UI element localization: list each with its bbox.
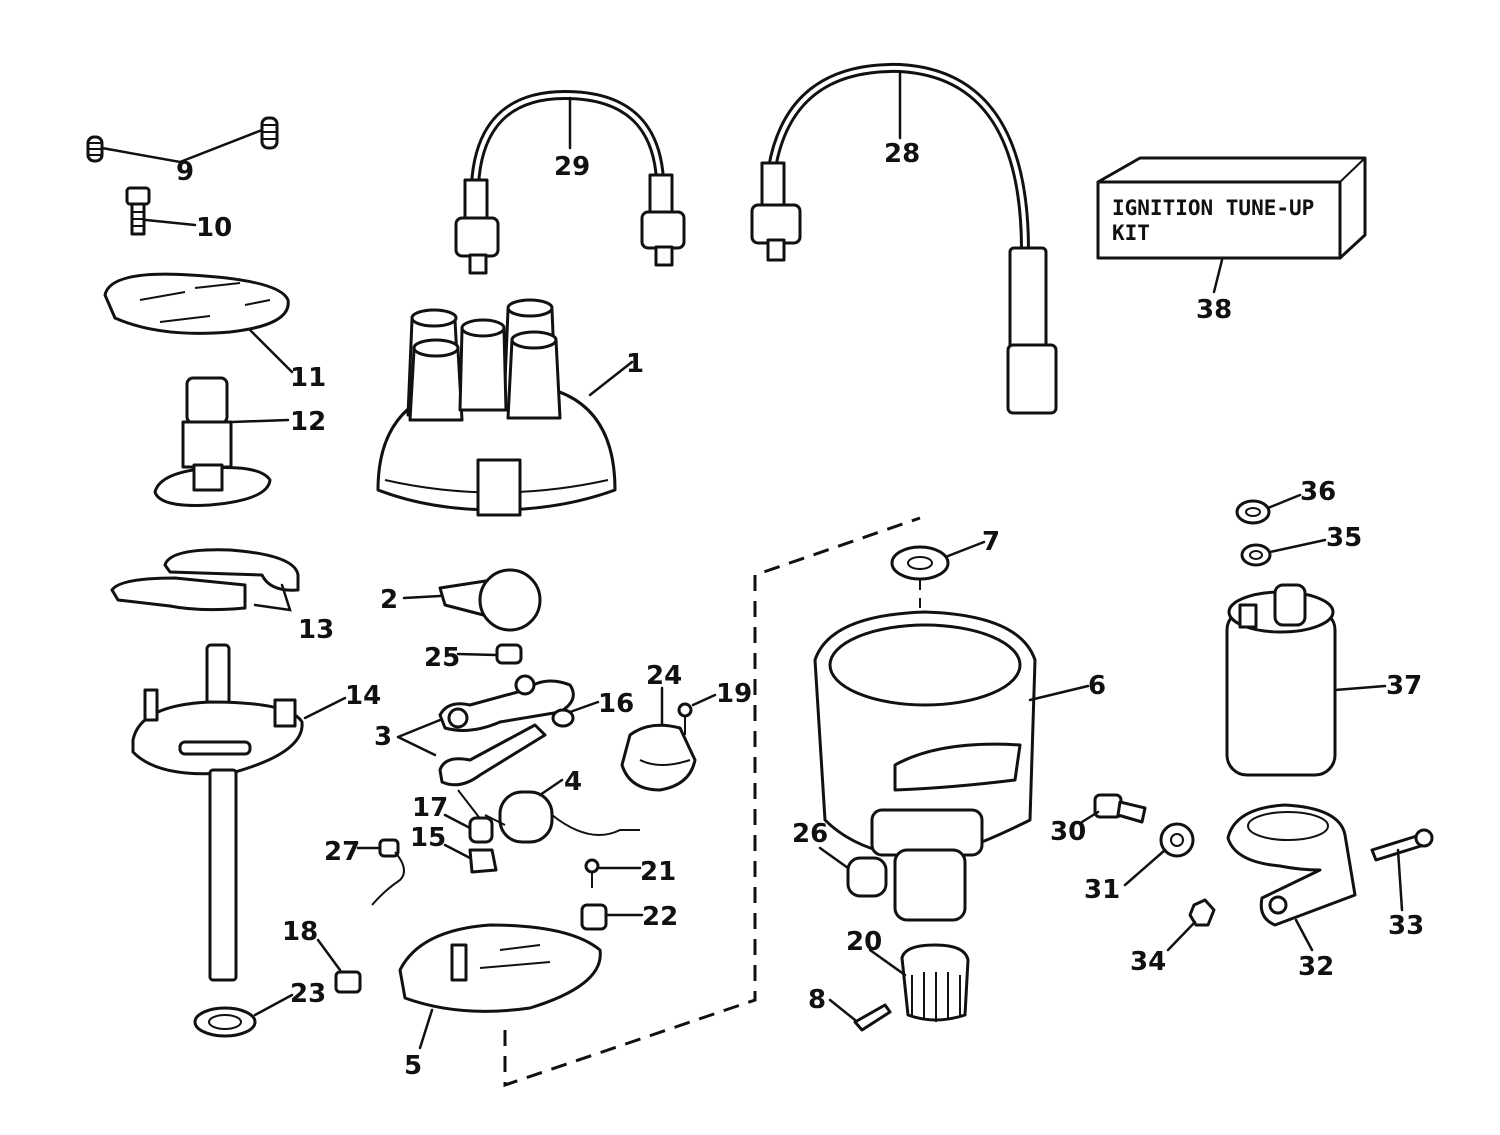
screw-21 xyxy=(584,858,600,888)
distributor-housing-6 xyxy=(813,610,1037,922)
callout-21: 21 xyxy=(640,857,676,887)
nut-36 xyxy=(1235,499,1271,525)
cam-shaft-12 xyxy=(153,376,272,507)
bushing-26 xyxy=(846,856,888,898)
callout-29: 29 xyxy=(554,152,590,182)
spring-9-right xyxy=(260,116,279,150)
terminal-15 xyxy=(468,848,498,874)
callout-16: 16 xyxy=(598,689,634,719)
lead-wire-27 xyxy=(371,838,405,906)
callout-30: 30 xyxy=(1050,817,1086,847)
washer-35 xyxy=(1240,543,1272,567)
nut-18 xyxy=(334,970,362,994)
callout-22: 22 xyxy=(642,902,678,932)
callout-7: 7 xyxy=(982,527,1000,557)
distributor-shaft-14 xyxy=(131,643,304,982)
callout-18: 18 xyxy=(282,917,318,947)
callout-6: 6 xyxy=(1088,671,1106,701)
spark-plug-wire-29 xyxy=(454,90,686,275)
tune-up-kit-box-38: IGNITION TUNE-UP KIT xyxy=(1096,156,1367,260)
base-plate-5 xyxy=(398,923,602,1013)
callout-20: 20 xyxy=(846,927,882,957)
callout-23: 23 xyxy=(290,979,326,1009)
callout-27: 27 xyxy=(324,837,360,867)
callout-3: 3 xyxy=(374,722,392,752)
callout-12: 12 xyxy=(290,407,326,437)
bushing-17 xyxy=(468,816,494,844)
washer-31 xyxy=(1159,822,1195,858)
callout-15: 15 xyxy=(410,823,446,853)
callout-25: 25 xyxy=(424,643,460,673)
kit-label-line2: KIT xyxy=(1112,221,1150,245)
washer-7 xyxy=(890,545,950,581)
coil-wire-28 xyxy=(750,62,1058,415)
screw-33 xyxy=(1370,828,1434,862)
callout-19: 19 xyxy=(716,679,752,709)
callout-17: 17 xyxy=(412,793,448,823)
cover-24 xyxy=(620,723,697,792)
callout-24: 24 xyxy=(646,661,682,691)
callout-13: 13 xyxy=(298,615,334,645)
advance-weights-13 xyxy=(110,548,300,612)
distributor-cap-1 xyxy=(376,298,617,517)
felt-25 xyxy=(495,643,523,665)
callout-37: 37 xyxy=(1386,671,1422,701)
callout-4: 4 xyxy=(564,767,582,797)
contact-points-3 xyxy=(438,674,575,826)
callout-34: 34 xyxy=(1130,947,1166,977)
callout-1: 1 xyxy=(626,349,644,379)
spacer-22 xyxy=(580,903,608,931)
breaker-plate-11 xyxy=(103,272,290,335)
callout-2: 2 xyxy=(380,585,398,615)
roll-pin-8 xyxy=(853,1003,892,1032)
callout-32: 32 xyxy=(1298,952,1334,982)
callout-10: 10 xyxy=(196,213,232,243)
kit-label-line1: IGNITION TUNE-UP xyxy=(1112,196,1314,220)
callout-35: 35 xyxy=(1326,523,1362,553)
callout-28: 28 xyxy=(884,139,920,169)
coil-bracket-32 xyxy=(1226,803,1357,927)
callout-33: 33 xyxy=(1388,911,1424,941)
nut-34 xyxy=(1188,898,1216,927)
clip-16 xyxy=(551,708,575,728)
washer-23 xyxy=(193,1006,257,1038)
screw-19 xyxy=(677,702,693,735)
drive-gear-20 xyxy=(900,943,970,1022)
callout-31: 31 xyxy=(1084,875,1120,905)
rotor-2 xyxy=(438,568,542,632)
callout-14: 14 xyxy=(345,681,381,711)
callout-5: 5 xyxy=(404,1051,422,1081)
terminal-bolt-30 xyxy=(1093,793,1147,824)
callout-11: 11 xyxy=(290,363,326,393)
assembly-dashed-line xyxy=(503,516,921,1088)
callout-8: 8 xyxy=(808,985,826,1015)
spring-9-left xyxy=(86,135,104,163)
callout-9: 9 xyxy=(176,157,194,187)
callout-38: 38 xyxy=(1196,295,1232,325)
screw-10 xyxy=(125,186,151,236)
callout-36: 36 xyxy=(1300,477,1336,507)
callout-26: 26 xyxy=(792,819,828,849)
ignition-coil-37 xyxy=(1225,583,1337,777)
condenser-4 xyxy=(484,790,640,844)
